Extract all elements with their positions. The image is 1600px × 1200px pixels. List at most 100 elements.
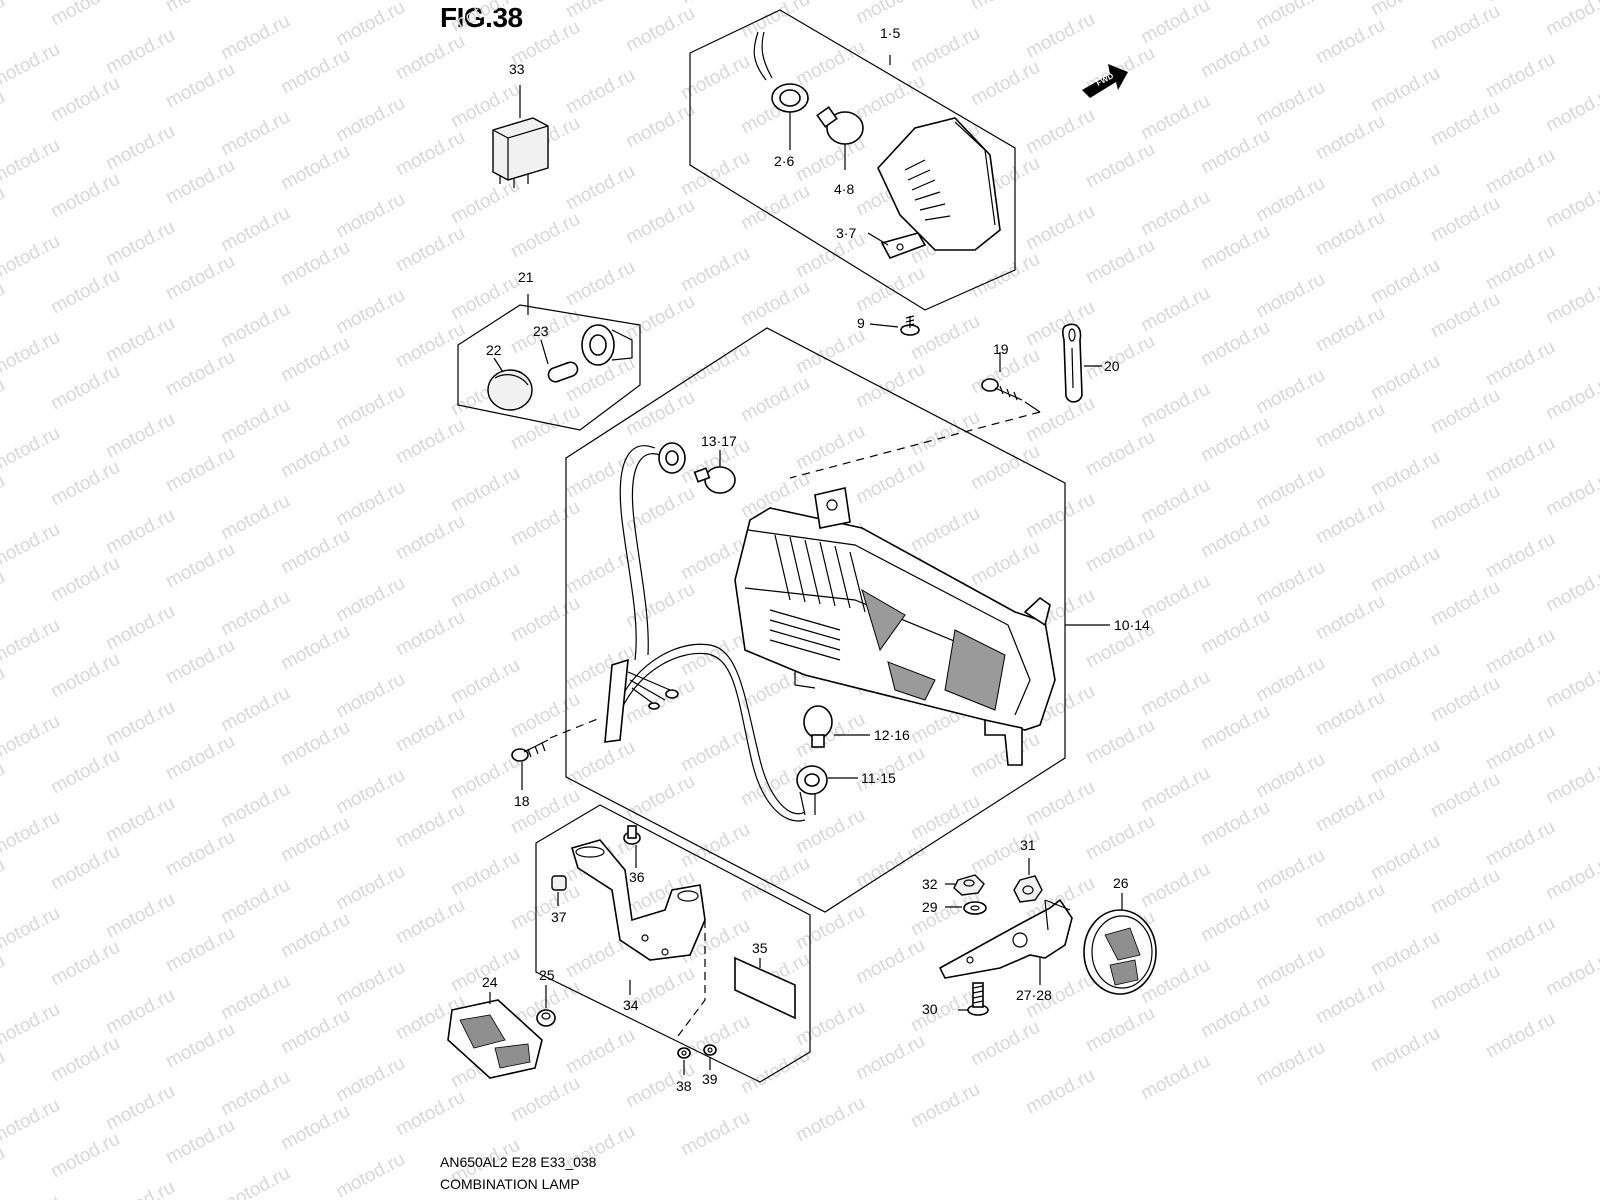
watermark-text: motod.ru — [1137, 667, 1213, 721]
watermark-text: motod.ru — [392, 31, 468, 85]
license-lamp-cover-part[interactable] — [487, 369, 533, 411]
callout-27-28: 27·28 — [1016, 987, 1052, 1003]
watermark-text: motod.ru — [737, 0, 813, 42]
lower-bulb-socket-part[interactable] — [796, 765, 828, 816]
watermark-text: motod.ru — [1367, 831, 1443, 885]
combination-lamp-group-box — [565, 327, 1066, 913]
reflector-24-part[interactable] — [447, 999, 543, 1079]
watermark-text: motod.ru — [47, 265, 123, 319]
watermark-text: motod.ru — [47, 169, 123, 223]
screw-9-part[interactable] — [900, 315, 920, 336]
license-plate-bracket-part[interactable] — [571, 839, 706, 961]
license-lamp-bulb-part[interactable] — [547, 360, 580, 383]
watermark-text: motod.ru — [1427, 769, 1503, 823]
watermark-text: motod.ru — [1367, 63, 1443, 117]
watermark-text: motod.ru — [1022, 9, 1098, 63]
watermark-text: motod.ru — [102, 697, 178, 751]
watermark-text: motod.ru — [217, 587, 293, 641]
watermark-text: motod.ru — [1482, 913, 1558, 967]
watermark-text: motod.ru — [737, 277, 813, 331]
label-35-part[interactable] — [734, 956, 796, 1020]
watermark-text: motod.ru — [1082, 235, 1158, 289]
watermark-text: motod.ru — [562, 1025, 638, 1079]
washer-29-part[interactable] — [963, 901, 987, 915]
watermark-text: motod.ru — [277, 333, 353, 387]
upper-bulb-socket-part[interactable] — [619, 442, 686, 661]
watermark-text: motod.ru — [1197, 509, 1273, 563]
bracket-27-28-part[interactable] — [938, 898, 1073, 979]
watermark-text: motod.ru — [1482, 1009, 1558, 1063]
callout-33: 33 — [509, 61, 525, 77]
watermark-text: motod.ru — [0, 39, 64, 93]
watermark-text: motod.ru — [0, 855, 9, 909]
relay-part[interactable] — [492, 117, 549, 188]
watermark-text: motod.ru — [852, 71, 928, 125]
callout-30: 30 — [922, 1001, 938, 1017]
watermark-text: motod.ru — [102, 889, 178, 943]
watermark-text: motod.ru — [277, 141, 353, 195]
watermark-text: motod.ru — [1252, 365, 1328, 419]
watermark-text: motod.ru — [1197, 221, 1273, 275]
watermark-text: motod.ru — [737, 1045, 813, 1099]
strap-20-part[interactable] — [1062, 323, 1083, 403]
watermark-text: motod.ru — [792, 229, 868, 283]
watermark-text: motod.ru — [792, 325, 868, 379]
turn-signal-bulb-part[interactable] — [816, 106, 864, 145]
watermark-text: motod.ru — [907, 1079, 983, 1133]
watermark-text: motod.ru — [447, 0, 523, 36]
bolt-36-part[interactable] — [623, 825, 641, 845]
watermark-text: motod.ru — [162, 1019, 238, 1073]
watermark-text: motod.ru — [102, 25, 178, 79]
watermark-text: motod.ru — [162, 635, 238, 689]
watermark-text: motod.ru — [1482, 721, 1558, 775]
watermark-text: motod.ru — [562, 257, 638, 311]
figure-code: AN650AL2 E28 E33_038 — [440, 1154, 597, 1170]
watermark-text: motod.ru — [1312, 15, 1388, 69]
watermark-text: motod.ru — [392, 127, 468, 181]
nut-32-part[interactable] — [953, 874, 985, 896]
watermark-text: motod.ru — [392, 1087, 468, 1141]
side-reflector-26-part[interactable] — [1083, 909, 1157, 995]
screw-18-part[interactable] — [511, 739, 549, 762]
watermark-text: motod.ru — [1197, 29, 1273, 83]
watermark-text: motod.ru — [1367, 159, 1443, 213]
watermark-text: motod.ru — [217, 1163, 293, 1200]
rear-combination-lamp-housing-part[interactable] — [734, 487, 1056, 766]
callout-4-8: 4·8 — [834, 181, 854, 197]
nut-37-part[interactable] — [551, 875, 567, 891]
watermark-text: motod.ru — [332, 1149, 408, 1200]
screw-19-part[interactable] — [981, 378, 1023, 401]
watermark-text: motod.ru — [392, 607, 468, 661]
turn-signal-bracket-part[interactable] — [880, 232, 927, 259]
watermark-text: motod.ru — [622, 291, 698, 345]
watermark-text: motod.ru — [1137, 0, 1213, 48]
watermark-text: motod.ru — [0, 1095, 64, 1149]
nut-39-part[interactable] — [703, 1044, 717, 1056]
callout-23: 23 — [533, 323, 549, 339]
watermark-text: motod.ru — [1542, 275, 1600, 329]
license-lamp-socket-part[interactable] — [581, 324, 633, 366]
watermark-text: motod.ru — [792, 37, 868, 91]
upper-bulb-part[interactable] — [693, 466, 736, 494]
front-turn-signal-lens-part[interactable] — [877, 117, 1001, 251]
callout-11-15: 11·15 — [861, 770, 896, 786]
watermark-text: motod.ru — [1542, 851, 1600, 905]
washer-38-part[interactable] — [677, 1047, 691, 1059]
lower-bulb-part[interactable] — [803, 705, 833, 748]
callout-21: 21 — [518, 269, 534, 285]
watermark-text: motod.ru — [622, 771, 698, 825]
nut-25-part[interactable] — [536, 1009, 556, 1027]
watermark-text: motod.ru — [1252, 77, 1328, 131]
watermark-text: motod.ru — [737, 373, 813, 427]
watermark-text: motod.ru — [1427, 193, 1503, 247]
nut-31-part[interactable] — [1013, 875, 1043, 903]
callout-25: 25 — [539, 967, 555, 983]
watermark-text: motod.ru — [1252, 845, 1328, 899]
watermark-text: motod.ru — [1312, 783, 1388, 837]
watermark-text: motod.ru — [217, 203, 293, 257]
wiring-harness-part[interactable] — [604, 643, 806, 822]
watermark-text: motod.ru — [447, 559, 523, 613]
watermark-text: motod.ru — [967, 441, 1043, 495]
watermark-text: motod.ru — [1197, 605, 1273, 659]
watermark-text: motod.ru — [1542, 179, 1600, 233]
